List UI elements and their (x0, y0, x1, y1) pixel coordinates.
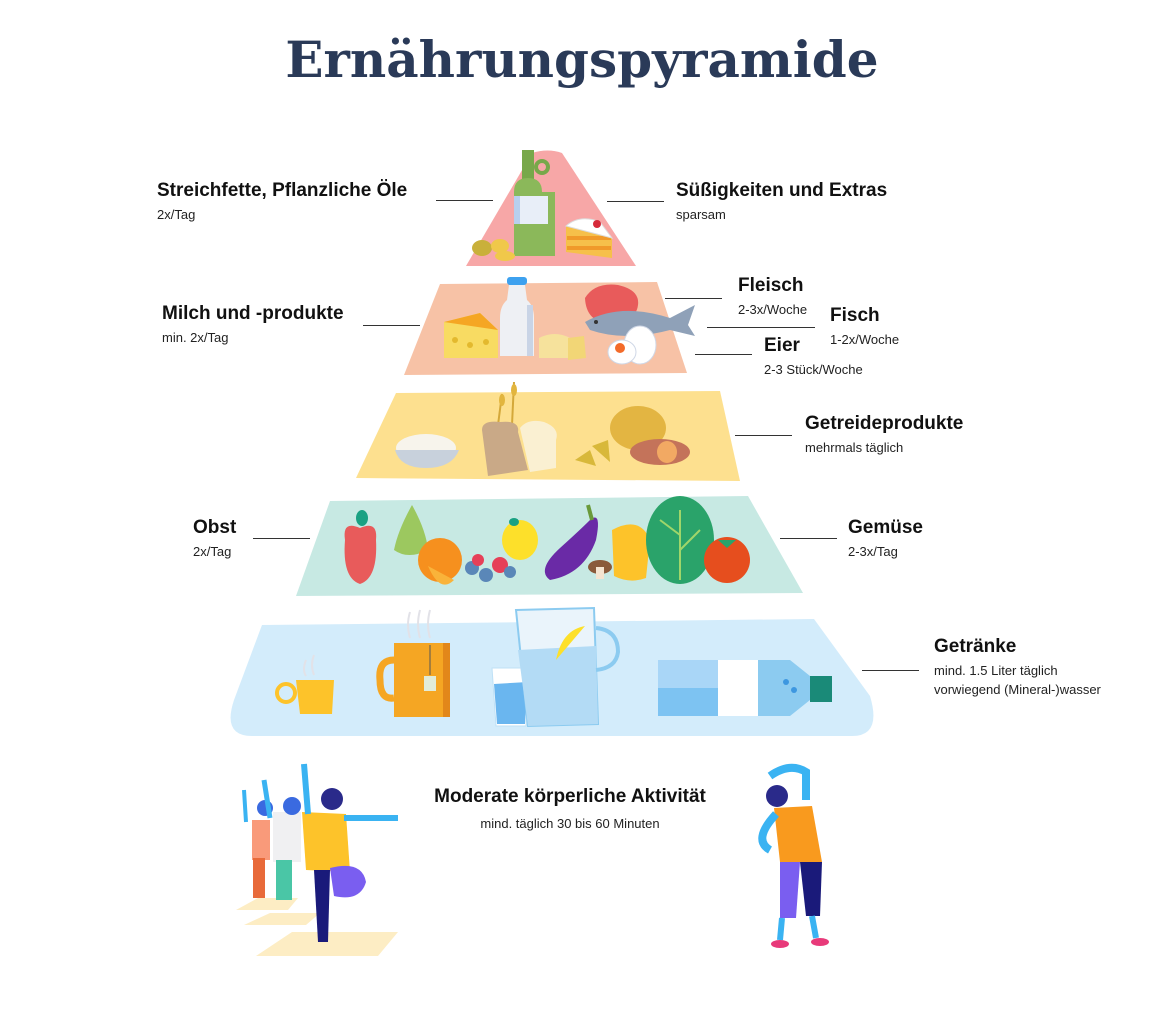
berries-icon (465, 554, 516, 582)
tier-fats-sweets (466, 150, 636, 266)
water-bottle-icon (658, 660, 832, 716)
apple-icon (344, 510, 377, 584)
connector-line (253, 538, 310, 539)
milk-bottle-icon (500, 277, 534, 356)
label-detail: 1-2x/Woche (830, 332, 900, 347)
label-fats-oils: Streichfette, Pflanzliche Öle 2x/Tag (157, 180, 407, 224)
label-heading: Süßigkeiten und Extras (676, 180, 888, 201)
connector-line (735, 435, 792, 436)
potato-icon (610, 406, 690, 465)
soft-cheese-icon (539, 334, 586, 360)
label-heading: Eier (764, 335, 800, 356)
label-detail: vorwiegend (Mineral-)wasser (934, 682, 1101, 697)
label-heading: Milch und -produkte (162, 303, 344, 324)
label-heading: Fisch (830, 305, 880, 326)
label-sweets-extras: Süßigkeiten und Extras sparsam (676, 180, 887, 224)
activity-detail: mind. täglich 30 bis 60 Minuten (480, 816, 660, 831)
connector-line (780, 538, 837, 539)
tier-protein (404, 277, 695, 375)
pepper-icon (612, 524, 650, 581)
label-detail: 2-3x/Woche (738, 302, 808, 317)
connector-line (665, 298, 722, 299)
tier-drinks (230, 606, 874, 736)
activity-illustration-left (236, 763, 398, 956)
orange-icon (418, 538, 462, 585)
label-vegetables: Gemüse 2-3x/Tag (848, 517, 923, 561)
activity-heading: Moderate körperliche Aktivität (434, 786, 706, 807)
eggplant-icon (544, 504, 598, 580)
label-detail: min. 2x/Tag (162, 330, 229, 345)
connector-line (707, 327, 815, 328)
label-fruit: Obst 2x/Tag (193, 517, 236, 561)
label-heading: Streichfette, Pflanzliche Öle (157, 180, 408, 201)
cabbage-icon (646, 496, 714, 584)
fish-icon (585, 305, 695, 336)
label-grains: Getreideprodukte mehrmals täglich (805, 413, 963, 457)
page-title: Ernährungspyramide (285, 30, 879, 89)
oil-bottle-icon (514, 150, 555, 256)
label-eggs: Eier 2-3 Stück/Woche (764, 335, 863, 379)
label-heading: Obst (193, 517, 237, 538)
label-detail: 2-3x/Tag (848, 544, 898, 559)
label-detail: mind. 1.5 Liter täglich (934, 663, 1058, 678)
label-detail: 2x/Tag (193, 544, 232, 559)
label-drinks: Getränke mind. 1.5 Liter täglich vorwieg… (934, 636, 1101, 699)
label-meat: Fleisch 2-3x/Woche (738, 275, 807, 319)
connector-line (607, 201, 664, 202)
pear-icon (394, 505, 428, 555)
cheese-icon (444, 313, 498, 358)
activity-illustration-right (758, 763, 829, 948)
bread-icon (482, 420, 557, 476)
water-pitcher-icon (514, 606, 621, 728)
water-glass-icon (491, 667, 531, 727)
mushroom-icon (588, 560, 612, 579)
connector-line (695, 354, 752, 355)
connector-line (862, 670, 919, 671)
wheat-icon (497, 381, 517, 426)
label-detail: 2x/Tag (157, 207, 196, 222)
lemon-icon (502, 518, 538, 560)
cake-slice-icon (564, 218, 614, 258)
label-fish: Fisch 1-2x/Woche (830, 305, 899, 349)
label-detail: mehrmals täglich (805, 440, 904, 455)
nuts-icon (472, 239, 515, 261)
connector-line (363, 325, 420, 326)
tomato-icon (704, 537, 750, 583)
tea-mug-icon (376, 609, 450, 717)
label-heading: Gemüse (848, 517, 923, 538)
egg-icon (607, 325, 657, 365)
tier-grains (356, 381, 740, 481)
label-dairy: Milch und -produkte min. 2x/Tag (162, 303, 344, 347)
coffee-cup-icon (275, 654, 334, 714)
label-detail: 2-3 Stück/Woche (764, 362, 863, 377)
tier-produce (296, 496, 803, 596)
label-heading: Fleisch (738, 275, 804, 296)
label-heading: Getränke (934, 636, 1017, 657)
pasta-icon (575, 440, 610, 466)
rice-bowl-icon (395, 434, 459, 468)
connector-line (436, 200, 493, 201)
label-heading: Getreideprodukte (805, 413, 964, 434)
label-detail: sparsam (676, 207, 726, 222)
